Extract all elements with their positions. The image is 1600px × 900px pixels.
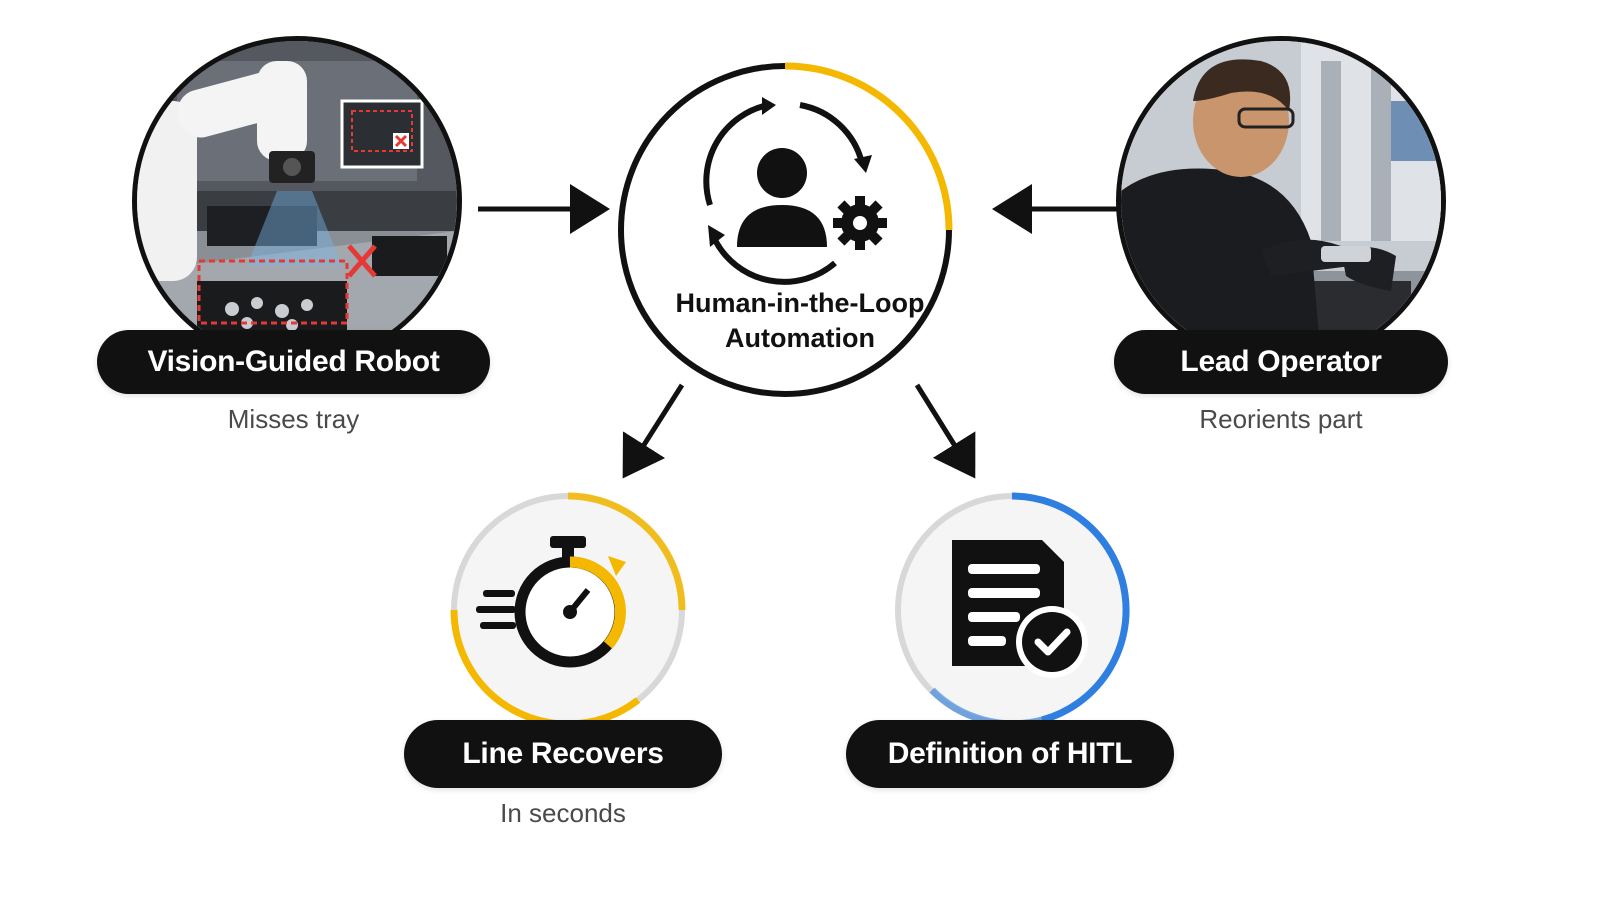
center-title: Human-in-the-Loop Automation	[640, 286, 960, 356]
center-title-line1: Human-in-the-Loop	[675, 288, 925, 318]
node-operator-label: Lead Operator	[1114, 330, 1448, 394]
human-loop-gear-icon	[703, 97, 887, 285]
node-operator-label-text: Lead Operator	[1180, 345, 1382, 378]
stopwatch-icon	[476, 536, 626, 668]
robot-photo-circle	[132, 36, 462, 366]
node-recovery-label: Line Recovers	[404, 720, 722, 788]
node-recovery-label-text: Line Recovers	[462, 737, 664, 770]
arrow-center-to-recovery	[622, 383, 685, 479]
recovery-circle	[450, 492, 686, 728]
node-robot-label: Vision-Guided Robot	[97, 330, 490, 394]
arrow-center-to-definition	[914, 383, 976, 479]
node-operator-caption: Reorients part	[1199, 404, 1363, 434]
node-recovery-caption: In seconds	[500, 798, 626, 828]
document-check-icon	[952, 540, 1088, 678]
node-definition-label: Definition of HITL	[846, 720, 1174, 788]
operator-photo-circle	[1116, 36, 1446, 366]
node-robot-caption: Misses tray	[227, 404, 360, 434]
node-robot-label-text: Vision-Guided Robot	[147, 345, 440, 378]
center-circle	[618, 62, 953, 397]
robot-arm-photo	[137, 41, 457, 361]
definition-circle	[895, 492, 1130, 728]
operator-photo	[1121, 41, 1441, 361]
node-definition-label-text: Definition of HITL	[887, 737, 1133, 770]
center-title-line2: Automation	[725, 323, 875, 353]
